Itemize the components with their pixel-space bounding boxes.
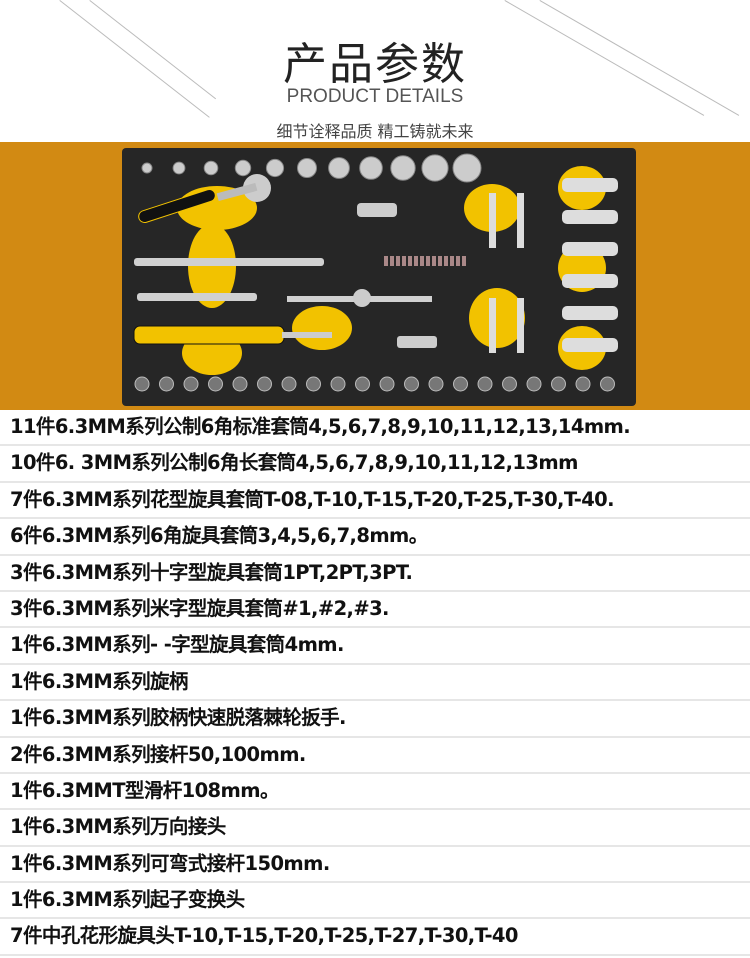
bit <box>402 256 406 266</box>
universal-joint <box>357 203 397 217</box>
yellow-cutout <box>292 306 352 350</box>
product-image-band <box>0 142 750 410</box>
socket <box>265 158 285 178</box>
spec-list: 11件6.3MM系列公制6角标准套筒4,5,6,7,8,9,10,11,12,1… <box>0 410 750 956</box>
spec-row: 1件6.3MMT型滑杆108mm。 <box>0 774 750 811</box>
page-title: 产品参数 <box>283 39 467 90</box>
deep-socket <box>562 338 618 352</box>
bit-socket <box>306 376 321 392</box>
bit <box>384 256 388 266</box>
bit-socket <box>453 376 468 392</box>
deep-socket <box>562 274 618 288</box>
ratchet-handle <box>138 188 216 224</box>
bit-socket <box>526 376 542 392</box>
screwdriver-handle <box>133 325 285 345</box>
bit <box>408 256 412 266</box>
bit-socket <box>477 376 493 392</box>
bit <box>444 256 448 266</box>
bit <box>414 256 418 266</box>
screwdriver-shaft <box>282 332 332 338</box>
socket <box>234 159 252 177</box>
bit <box>390 256 394 266</box>
bit <box>450 256 454 266</box>
spec-row: 1件6.3MM系列胶柄快速脱落棘轮扳手. <box>0 701 750 738</box>
bit-socket-long <box>517 298 524 353</box>
bit <box>456 256 460 266</box>
extension-bar <box>137 293 257 301</box>
bit-socket <box>404 376 419 392</box>
bit-socket-long <box>489 298 496 353</box>
spec-row: 7件中孔花形旋具头T-10,T-15,T-20,T-25,T-27,T-30,T… <box>0 919 750 956</box>
spec-row: 1件6.3MM系列万向接头 <box>0 810 750 847</box>
bit-socket <box>330 376 346 392</box>
deep-socket <box>562 178 618 192</box>
bit-socket <box>281 376 297 392</box>
yellow-cutout <box>469 288 525 348</box>
spec-row: 2件6.3MM系列接杆50,100mm. <box>0 738 750 774</box>
socket <box>172 161 186 175</box>
socket <box>297 158 317 178</box>
bit-socket-long <box>517 193 524 248</box>
deep-socket <box>562 242 618 256</box>
header: 产品参数 PRODUCT DETAILS 细节诠释品质 精工铸就未来 <box>0 0 750 142</box>
bit-socket-long <box>489 193 496 248</box>
bit-socket <box>159 376 174 392</box>
bit-socket <box>551 376 566 392</box>
socket <box>452 153 482 183</box>
bit-socket <box>428 376 444 392</box>
spec-row: 7件6.3MM系列花型旋具套筒T-08,T-10,T-15,T-20,T-25,… <box>0 483 750 520</box>
bit <box>432 256 436 266</box>
bit-socket <box>600 376 615 392</box>
bit <box>396 256 400 266</box>
socket <box>328 157 350 179</box>
spec-row: 1件6.3MM系列起子变换头 <box>0 883 750 920</box>
t-bar-slider <box>353 289 371 307</box>
socket <box>141 162 153 174</box>
spec-row: 3件6.3MM系列米字型旋具套筒#1,#2,#3. <box>0 592 750 629</box>
extension-bar <box>134 258 324 266</box>
socket <box>359 156 383 180</box>
spec-row: 1件6.3MM系列可弯式接杆150mm. <box>0 847 750 884</box>
ratchet-head <box>243 174 271 202</box>
bit-socket <box>183 376 199 392</box>
bit-socket <box>575 376 591 392</box>
adapter <box>397 336 437 348</box>
page-subtitle: PRODUCT DETAILS <box>286 86 464 107</box>
socket <box>421 154 449 182</box>
socket <box>203 160 219 176</box>
slogan: 细节诠释品质 精工铸就未来 <box>276 122 474 141</box>
spec-row: 3件6.3MM系列十字型旋具套筒1PT,2PT,3PT. <box>0 556 750 592</box>
bit-socket <box>379 376 395 392</box>
spec-row: 6件6.3MM系列6角旋具套筒3,4,5,6,7,8mm。 <box>0 519 750 556</box>
deep-socket <box>562 210 618 224</box>
bit-socket <box>355 376 370 392</box>
bit-socket <box>232 376 248 392</box>
bit-socket <box>502 376 517 392</box>
socket <box>390 155 416 181</box>
spec-row: 1件6.3MM系列旋柄 <box>0 665 750 702</box>
bit-socket <box>208 376 223 392</box>
spec-row: 11件6.3MM系列公制6角标准套筒4,5,6,7,8,9,10,11,12,1… <box>0 410 750 447</box>
spec-row: 1件6.3MM系列- -字型旋具套筒4mm. <box>0 628 750 665</box>
bit-socket <box>257 376 272 392</box>
bit <box>426 256 430 266</box>
bit <box>438 256 442 266</box>
tool-tray-image <box>122 148 636 406</box>
ratchet-neck <box>216 182 258 202</box>
tool-set-illustration <box>133 153 618 392</box>
deep-socket <box>562 306 618 320</box>
spec-row: 10件6. 3MM系列公制6角长套筒4,5,6,7,8,9,10,11,12,1… <box>0 446 750 483</box>
bit-socket <box>134 376 150 392</box>
bit <box>462 256 466 266</box>
bit <box>420 256 424 266</box>
